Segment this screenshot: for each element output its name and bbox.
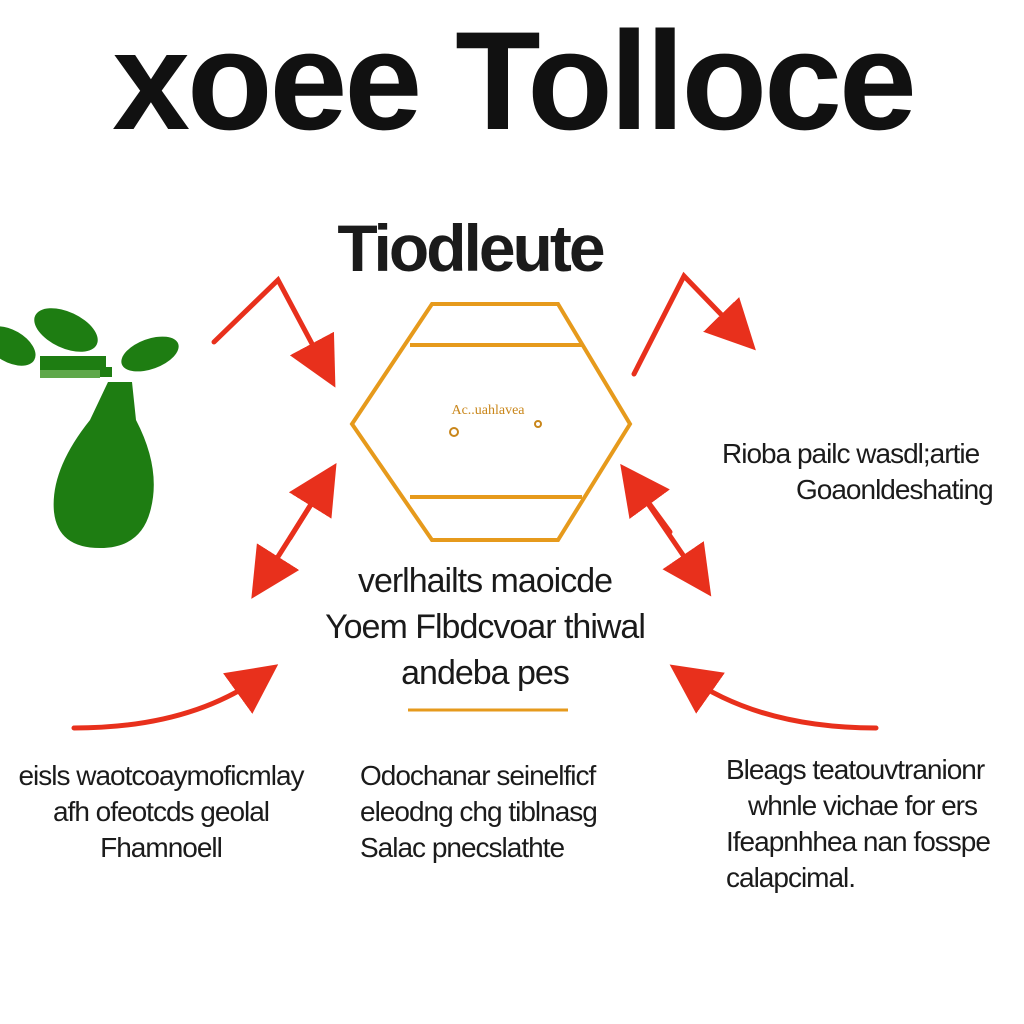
bottom-right-text-line: Ifeapnhhea nan fosspe: [726, 826, 991, 857]
leaf-left: [0, 326, 36, 366]
stem-band-2: [40, 370, 100, 378]
hexagon-dot-icon-2: [534, 420, 542, 428]
bottom-right-text-block: Bleags teatouvtranionr whnle vichae for …: [726, 752, 1024, 896]
right-text-block: Rioba pailc wasdl;artie Goaonldeshating: [722, 436, 1024, 508]
hexagon-shape: [349, 302, 633, 542]
arrow-top-right: [631, 271, 756, 377]
bottom-left-text-line: Fhamnoell: [100, 832, 223, 863]
page-title: xoee Tolloce: [112, 2, 917, 159]
hexagon-label: Ac..uahlavea: [451, 403, 525, 418]
center-text-block: verlhailts maoicde Yoem Flbdcvoar thiwal…: [300, 558, 670, 696]
arrow-bottom-right: [669, 664, 879, 731]
center-text-line: andeba pes: [401, 654, 570, 692]
bottom-middle-text-line: eleodng chg tiblnasg: [360, 796, 598, 827]
bottom-left-text-line: afh ofeotcds geolal: [52, 796, 270, 827]
hexagon-dot-icon: [449, 427, 459, 437]
center-text-line: Yoem Flbdcvoar thiwal: [325, 608, 646, 646]
stem-band: [40, 356, 106, 370]
arrow-top-left: [211, 275, 336, 388]
arrow-bottom-left: [71, 664, 279, 731]
vase: [53, 382, 154, 548]
arrow-mid-left-back: [287, 463, 337, 541]
bottom-right-text-line: whnle vichae for ers: [748, 790, 978, 821]
red-arrow-icon: [71, 271, 879, 731]
bottom-left-text-line: eisls waotcoaymoficmlay: [18, 760, 304, 791]
leaf-top: [34, 308, 98, 352]
bottom-right-text-line: Bleags teatouvtranionr: [726, 754, 985, 785]
arrow-mid-right-back: [620, 463, 673, 535]
diagram-title: Tiodleute: [337, 211, 605, 285]
bottom-middle-text-block: Odochanar seinelficf eleodng chg tiblnas…: [360, 758, 670, 866]
bottom-middle-text-line: Odochanar seinelficf: [360, 760, 596, 791]
bottom-middle-text-line: Salac pnecslathte: [360, 832, 565, 863]
plant-in-vase-icon: [0, 308, 179, 548]
right-text-line: Goaonldeshating: [796, 474, 994, 505]
bottom-left-text-block: eisls waotcoaymoficmlay afh ofeotcds geo…: [0, 758, 326, 866]
bottom-right-text-line: calapcimal.: [726, 862, 856, 893]
center-text-line: verlhailts maoicde: [357, 562, 613, 600]
right-text-line: Rioba pailc wasdl;artie: [722, 438, 980, 469]
leaf-right: [121, 336, 179, 372]
